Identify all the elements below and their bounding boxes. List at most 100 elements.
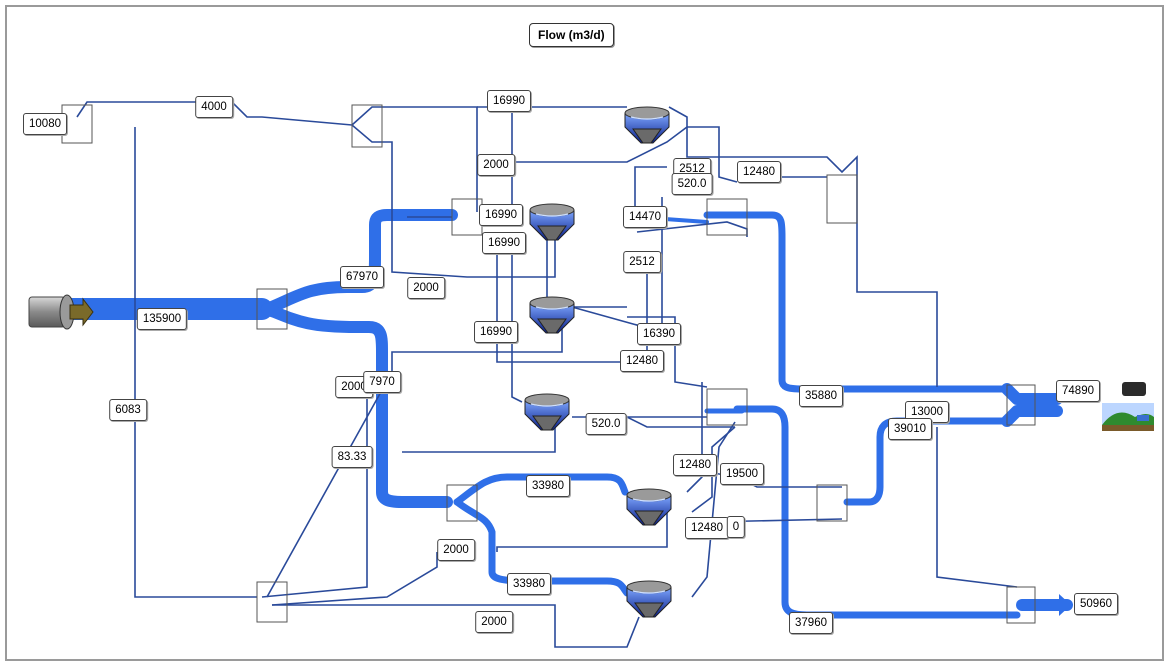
flow-label[interactable]: 33980 (526, 475, 570, 497)
flow-label[interactable]: 33980 (507, 573, 551, 595)
flow-label[interactable]: 6083 (109, 399, 147, 421)
flow-label[interactable]: 135900 (136, 308, 188, 330)
flow-label[interactable]: 2512 (623, 251, 661, 273)
flow-stream (703, 211, 1011, 393)
flow-label[interactable]: 2000 (477, 154, 515, 176)
diagram-frame: Flow (m3/d) 10080 4000 16990 2000 2512 5… (5, 5, 1164, 661)
flow-label[interactable]: 16990 (482, 232, 526, 254)
flow-label[interactable]: 12480 (685, 517, 729, 539)
splitter-box (826, 174, 858, 224)
flow-stream (453, 498, 631, 597)
clarifier-cone-shape (634, 602, 664, 618)
flow-line (134, 127, 257, 598)
flow-label[interactable]: 16990 (487, 90, 531, 112)
flow-label[interactable]: 12480 (737, 161, 781, 183)
flow-label[interactable]: 39010 (888, 418, 932, 440)
outfall-landscape-icon[interactable] (1102, 382, 1154, 431)
flow-line (266, 317, 563, 598)
splitter-box (706, 198, 748, 236)
flow-label[interactable]: 83.33 (331, 446, 373, 468)
flow-label[interactable]: 520.0 (671, 173, 713, 195)
flow-diagram (28, 101, 1154, 648)
flow-line (351, 124, 556, 278)
flow-line (402, 427, 556, 453)
clarifier-cone-shape (537, 318, 567, 334)
flow-label[interactable]: 35880 (799, 385, 843, 407)
clarifier-icon[interactable] (524, 393, 570, 431)
main-flow-streams (56, 209, 1073, 619)
flow-line (351, 106, 478, 212)
splitter-box (351, 104, 383, 148)
flow-line (271, 552, 438, 606)
splitter-box (1006, 384, 1036, 426)
flow-stream (1001, 405, 1063, 427)
thin-flow-lines (76, 101, 1018, 648)
flow-stream (1001, 383, 1063, 405)
clarifiers (524, 106, 672, 618)
flow-label[interactable]: 2000 (437, 539, 475, 561)
splitter-box (816, 484, 848, 522)
outfall-pipe-shape (1122, 382, 1146, 396)
flow-label[interactable]: 12480 (620, 350, 664, 372)
flow-stream (261, 303, 453, 508)
flow-line (496, 232, 648, 363)
flow-line (496, 502, 668, 552)
flow-line (272, 604, 640, 648)
clarifier-sheen-shape (632, 498, 666, 502)
clarifier-cone-shape (532, 415, 562, 431)
flow-label[interactable]: 2000 (475, 611, 513, 633)
ground-shape (1102, 425, 1154, 431)
splitter-boxes (61, 104, 1036, 624)
outlet-arrow-shape (1059, 594, 1071, 616)
water-shape (1137, 415, 1149, 421)
flow-label[interactable]: 0 (726, 516, 746, 538)
flow-label[interactable]: 7970 (363, 371, 401, 393)
clarifier-cone-shape (537, 225, 567, 241)
clarifier-sheen-shape (630, 116, 664, 120)
flow-label[interactable]: 19500 (720, 463, 764, 485)
flow-line (691, 421, 736, 598)
clarifier-icon[interactable] (529, 203, 575, 241)
splitter-box (706, 388, 748, 426)
clarifier-icon[interactable] (529, 296, 575, 334)
flow-label[interactable]: 67970 (340, 266, 384, 288)
flow-label[interactable]: 74890 (1056, 380, 1100, 402)
flow-line (634, 166, 667, 212)
flow-label[interactable]: 4000 (195, 96, 233, 118)
clarifier-cone-shape (632, 128, 662, 144)
inlet-pump-icon[interactable] (28, 294, 94, 330)
splitter-box (256, 581, 288, 623)
flow-line (936, 427, 1018, 588)
splitter-box (1006, 586, 1036, 624)
flow-label[interactable]: 13000 (905, 401, 949, 423)
clarifier-icon[interactable] (626, 580, 672, 618)
splitter-box (256, 288, 288, 330)
flow-label[interactable]: 37960 (789, 612, 833, 634)
clarifier-sheen-shape (535, 306, 569, 310)
clarifier-sheen-shape (535, 213, 569, 217)
outlet-arrow-icon[interactable] (1059, 594, 1071, 616)
clarifier-cone-shape (634, 510, 664, 526)
flow-label[interactable]: 14470 (623, 206, 667, 228)
flow-label[interactable]: 12480 (673, 454, 717, 476)
flow-label[interactable]: 16390 (637, 323, 681, 345)
splitter-box (446, 484, 478, 522)
clarifier-icon[interactable] (624, 106, 670, 144)
flow-line (627, 316, 708, 388)
clarifier-icon[interactable] (626, 488, 672, 526)
flow-label[interactable]: 16990 (479, 204, 523, 226)
flow-label[interactable]: 16990 (474, 321, 518, 343)
flow-line (668, 106, 858, 197)
flow-label[interactable]: 50960 (1074, 593, 1118, 615)
flow-line (511, 232, 523, 403)
flow-label[interactable]: 10080 (23, 113, 67, 135)
flow-label[interactable]: 520.0 (585, 413, 627, 435)
flow-label[interactable]: 2000 (407, 277, 445, 299)
flow-line (261, 372, 368, 598)
diagram-title: Flow (m3/d) (529, 23, 614, 47)
clarifier-sheen-shape (530, 403, 564, 407)
flow-line (626, 416, 735, 428)
flow-line (686, 382, 703, 493)
flow-line (856, 197, 938, 387)
clarifier-sheen-shape (632, 590, 666, 594)
